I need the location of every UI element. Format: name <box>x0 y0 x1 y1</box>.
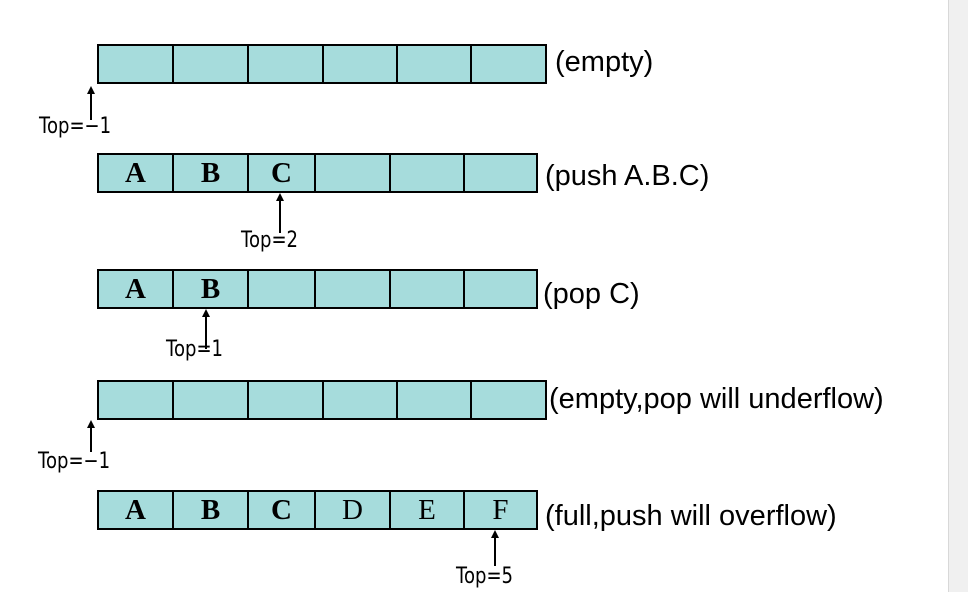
stack-cell <box>324 46 398 82</box>
state-caption: (full,push will overflow) <box>545 500 837 532</box>
top-index-label: Top=2 <box>241 228 299 253</box>
stack-cell <box>99 382 174 418</box>
top-pointer-arrow <box>270 193 290 233</box>
stack-cell: A <box>99 492 174 528</box>
stack-cell: B <box>174 155 249 191</box>
state-caption: (pop C) <box>543 278 640 310</box>
stack-cell: C <box>249 492 316 528</box>
stack-cell: E <box>391 492 465 528</box>
stack-cell <box>465 271 536 307</box>
stack-cell <box>249 46 324 82</box>
top-pointer-arrow <box>485 530 505 566</box>
stack-cell <box>391 271 465 307</box>
stack-cell <box>99 46 174 82</box>
stack-array: A B <box>97 269 538 309</box>
stack-array <box>97 44 547 84</box>
stack-cell <box>316 271 391 307</box>
stack-cell: A <box>99 271 174 307</box>
stack-array: A B C D E F <box>97 490 538 530</box>
stack-cell <box>174 46 249 82</box>
stack-cell <box>249 271 316 307</box>
stack-cell <box>472 382 545 418</box>
top-index-label: Top=−1 <box>38 449 111 474</box>
stack-cell: D <box>316 492 391 528</box>
stack-array: A B C <box>97 153 538 193</box>
stack-cell <box>316 155 391 191</box>
top-pointer-arrow <box>81 420 101 452</box>
top-index-label: Top=1 <box>166 337 224 362</box>
stack-cell <box>472 46 545 82</box>
state-caption: (push A.B.C) <box>545 160 710 192</box>
stack-cell <box>398 382 472 418</box>
stack-cell: B <box>174 492 249 528</box>
top-pointer-arrow <box>196 309 216 349</box>
top-index-label: Top=−1 <box>39 114 112 139</box>
stack-array <box>97 380 547 420</box>
state-caption: (empty) <box>555 46 654 78</box>
stack-cell <box>465 155 536 191</box>
stack-cell: F <box>492 493 509 526</box>
scrollbar-track[interactable] <box>948 0 968 592</box>
top-pointer-arrow <box>81 86 101 120</box>
stack-cell <box>398 46 472 82</box>
stack-cell: C <box>249 155 316 191</box>
stack-cell <box>391 155 465 191</box>
stack-cell <box>324 382 398 418</box>
stack-cell <box>249 382 324 418</box>
state-caption: (empty,pop will underflow) <box>549 383 884 415</box>
top-index-label: Top=5 <box>456 564 514 589</box>
stack-cell: A <box>99 155 174 191</box>
stack-cell <box>174 382 249 418</box>
stack-cell: B <box>174 271 249 307</box>
